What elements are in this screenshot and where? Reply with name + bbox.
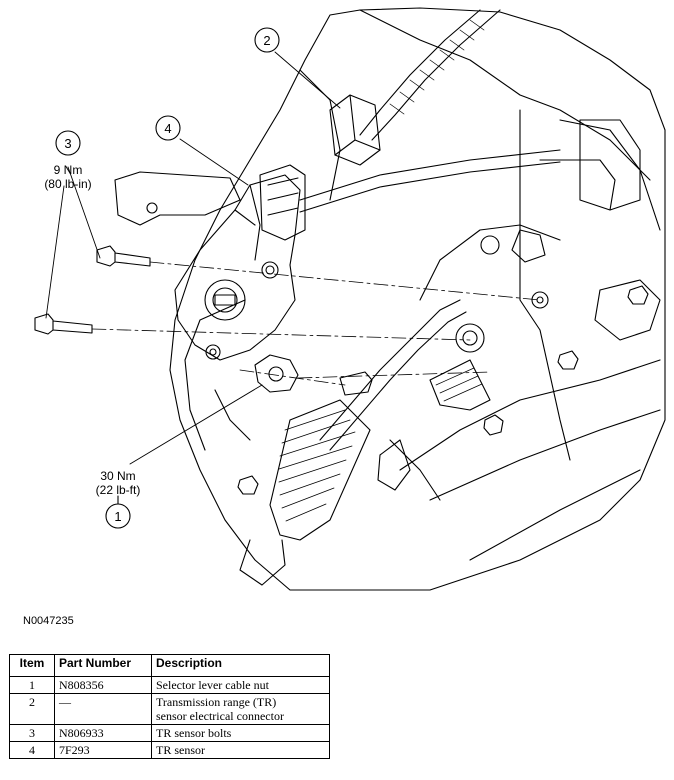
cell-part-number: N806933	[54, 724, 152, 742]
tr-sensor-body	[174, 174, 301, 361]
callout-3-circle	[55, 130, 81, 156]
selector-cable	[359, 9, 481, 136]
table-row: 3 N806933 TR sensor bolts	[9, 724, 330, 742]
cell-description: Selector lever cable nut	[151, 676, 330, 694]
cell-item: 1	[9, 676, 55, 694]
cable-boot	[269, 399, 371, 541]
transmission-housing	[169, 7, 666, 591]
table-row: 1 N808356 Selector lever cable nut	[9, 676, 330, 694]
cell-part-number: N808356	[54, 676, 152, 694]
tr-sensor-bolt-upper	[96, 245, 151, 267]
callout-1-torque-alt: (22 lb-ft)	[96, 483, 141, 497]
cell-item: 4	[9, 741, 55, 759]
table-row: 4 7F293 TR sensor	[9, 741, 330, 759]
cell-description: Transmission range (TR) sensor electrica…	[151, 693, 330, 725]
callout-3-torque-alt: (80 lb-in)	[44, 177, 91, 191]
callout-3-torque: 9 Nm	[54, 163, 83, 177]
selector-lever-cable-nut	[254, 354, 299, 393]
callout-3-number: 3	[64, 136, 71, 151]
callout-4-number: 4	[164, 121, 171, 136]
cell-item: 2	[9, 693, 55, 725]
table-row: 2 — Transmission range (TR) sensor elect…	[9, 693, 330, 725]
cell-part-number: —	[54, 693, 152, 725]
figure-id: N0047235	[23, 615, 74, 627]
column-header-part-number: Part Number	[54, 654, 152, 677]
cell-description: TR sensor	[151, 741, 330, 759]
callout-1-number: 1	[114, 509, 121, 524]
cell-description-line: Transmission range (TR)	[156, 695, 277, 709]
callout-2-number: 2	[263, 33, 270, 48]
cell-description: TR sensor bolts	[151, 724, 330, 742]
tr-sensor-bolt-lower	[34, 313, 93, 335]
callout-4-circle	[155, 115, 181, 141]
cell-item: 3	[9, 724, 55, 742]
exploded-view-diagram: 2 4 3 9 Nm (80 lb-in) 30 Nm (22 lb-ft) 1	[34, 7, 666, 591]
parts-table: Item Part Number Description 1 N808356 S…	[9, 654, 330, 759]
column-header-description: Description	[151, 654, 330, 677]
column-header-item: Item	[9, 654, 55, 677]
callout-2-circle	[254, 27, 280, 53]
table-header-row: Item Part Number Description	[9, 654, 330, 677]
cell-description-line: sensor electrical connector	[156, 709, 284, 723]
cell-part-number: 7F293	[54, 741, 152, 759]
callout-1-torque: 30 Nm	[100, 469, 135, 483]
